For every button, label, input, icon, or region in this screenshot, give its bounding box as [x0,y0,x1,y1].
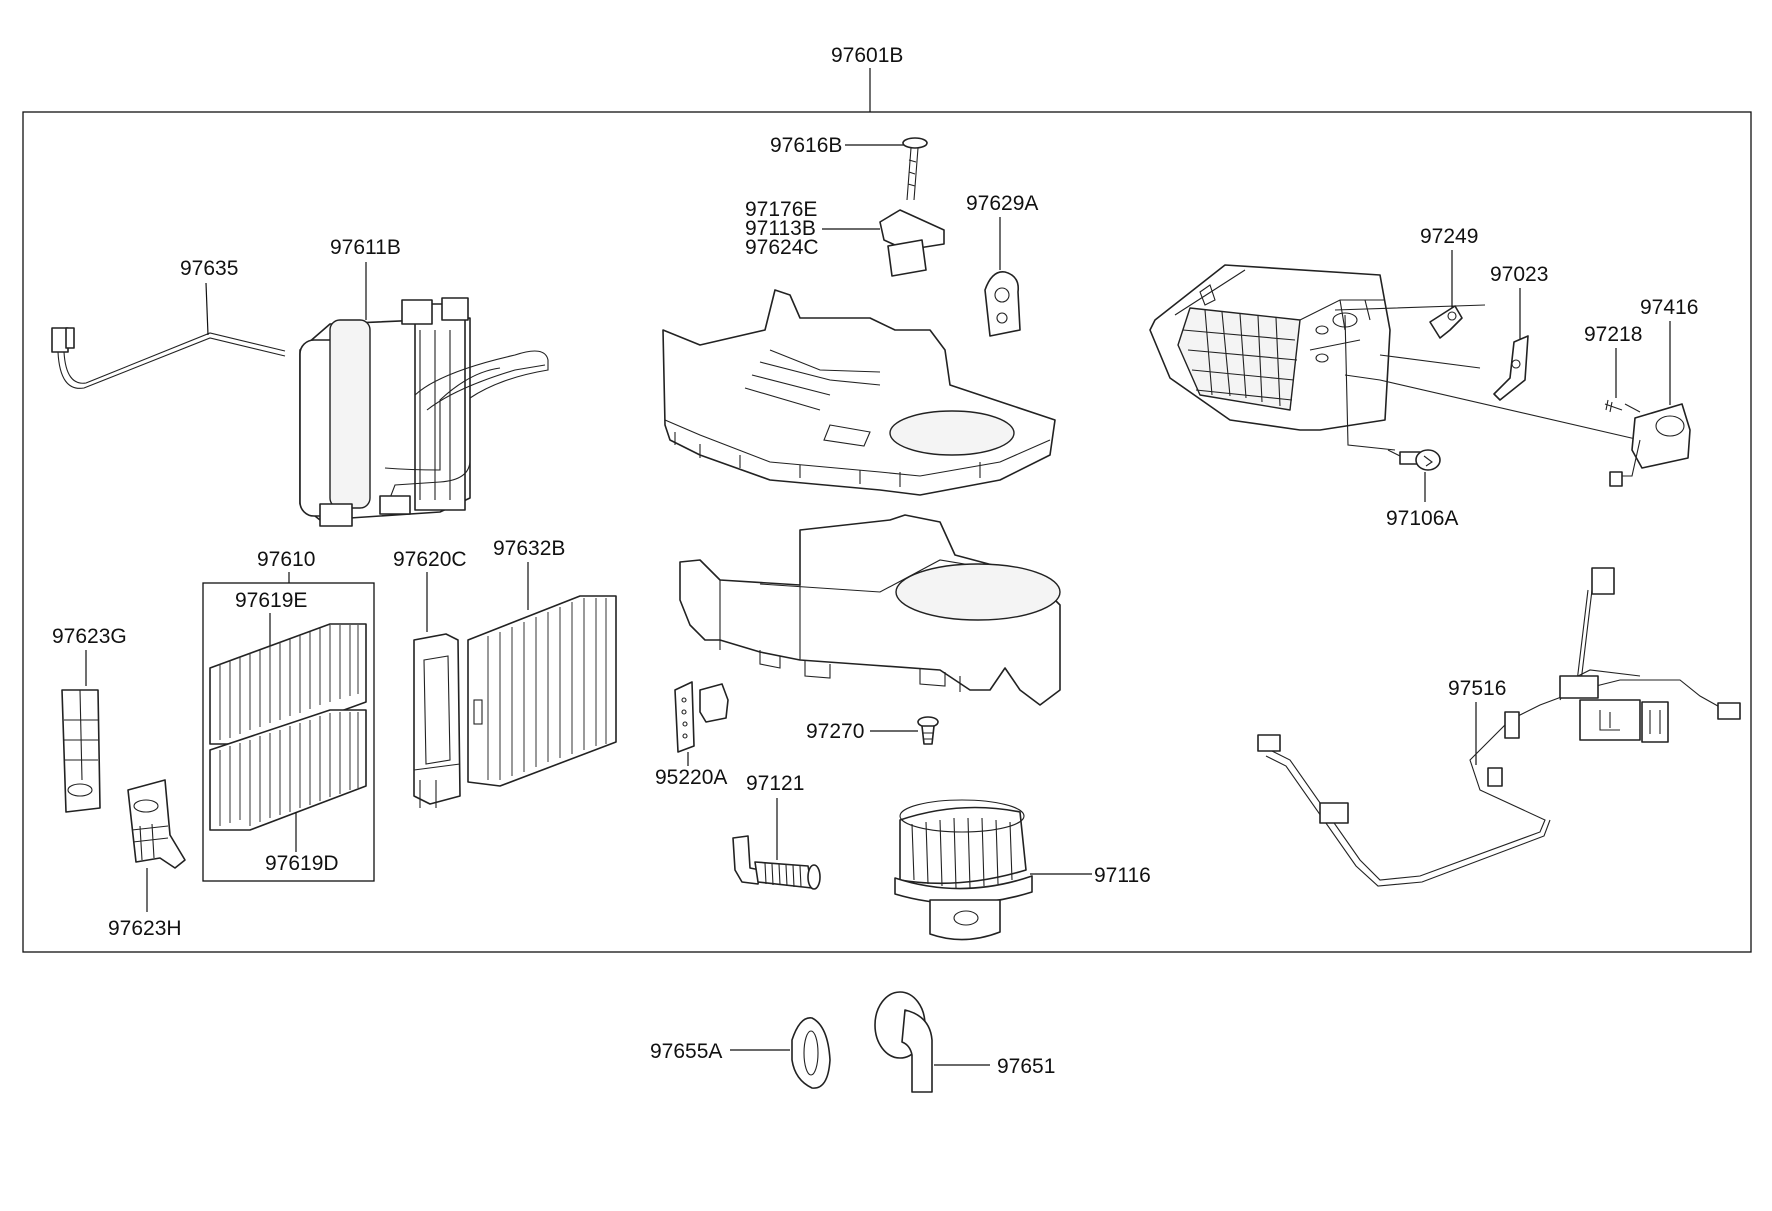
filter-set-frame [202,582,375,882]
screw-mid-part [917,716,939,745]
label-97121: 97121 [746,772,804,795]
label-97113B: 97113B [745,217,816,240]
blower-motor-part [894,799,1033,941]
duct-part [874,991,933,1093]
label-95220A: 95220A [655,766,727,789]
harness-part [1257,567,1741,887]
screw-small-part [1604,399,1623,413]
label-97629A: 97629A [966,192,1038,215]
actuator-part [1609,403,1691,487]
filter-big-part [467,595,617,787]
bracket-part [674,681,729,753]
label-97623H: 97623H [108,917,182,940]
resistor-part [879,209,945,277]
upper-case-part [662,289,1056,496]
label-97249: 97249 [1420,225,1478,248]
label-97623G: 97623G [52,625,127,648]
label-97635: 97635 [180,257,238,280]
filter-lower-part [209,709,367,831]
label-97218: 97218 [1584,323,1642,346]
screw-top-part [902,137,928,201]
label-97611B: 97611B [330,236,401,259]
label-97601B: 97601B [831,44,903,67]
cover-g-part [61,689,101,813]
label-97655A: 97655A [650,1040,722,1063]
lower-case-part [679,514,1061,706]
lever-part [1493,335,1529,401]
sensor-wire-part [51,327,286,389]
filter-cover-part [413,633,461,808]
intake-housing-part [1149,264,1391,431]
label-97610: 97610 [257,548,315,571]
label-97116: 97116 [1094,864,1151,887]
label-97651: 97651 [997,1055,1055,1078]
seal-ring-part [791,1017,831,1089]
label-97270: 97270 [806,720,864,743]
label-97516: 97516 [1448,677,1506,700]
evaporator-part [299,297,549,527]
label-97619D: 97619D [265,852,339,875]
label-97106A: 97106A [1386,507,1458,530]
label-97619E: 97619E [235,589,307,612]
cover-h-part [127,779,186,869]
label-97616B: 97616B [770,134,842,157]
label-97620C: 97620C [393,548,467,571]
label-97416: 97416 [1640,296,1698,319]
drain-hose-part [732,835,821,890]
actuator-lever-part [1429,305,1463,339]
label-97176E: 97176E [745,198,817,221]
seal-small-part [984,271,1021,337]
sensor-part [1387,449,1441,471]
assembly-frame [22,111,1752,953]
label-97023: 97023 [1490,263,1548,286]
label-97624C: 97624C [745,236,819,259]
label-97632B: 97632B [493,537,565,560]
